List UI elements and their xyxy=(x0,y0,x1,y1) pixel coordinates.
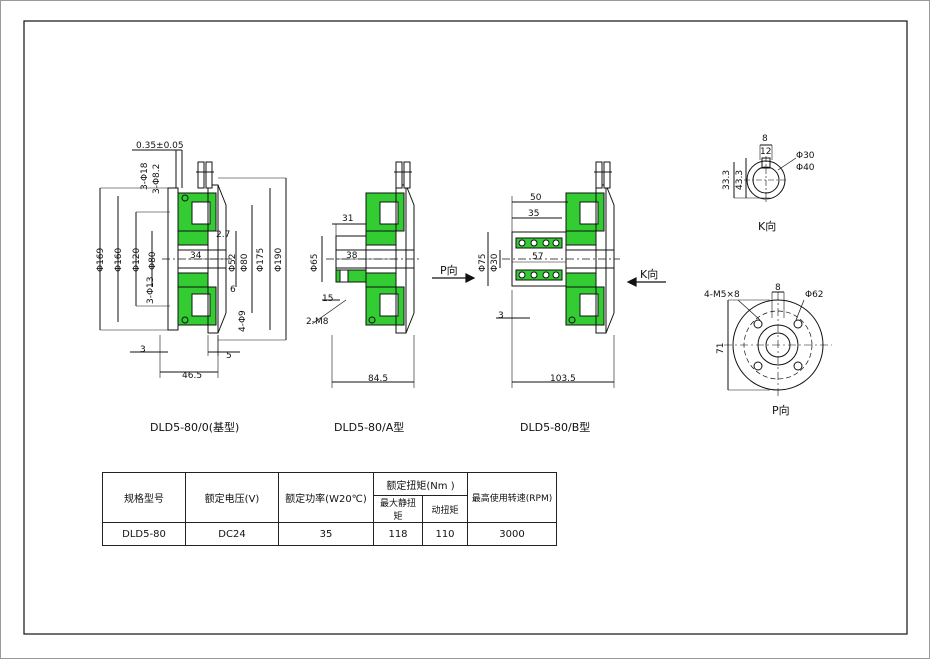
header-power: 额定功率(W20℃) xyxy=(278,472,374,523)
dim-31: 31 xyxy=(342,214,354,224)
dim-35: 35 xyxy=(528,209,540,219)
dim-38: 38 xyxy=(346,251,358,261)
dim-57: 57 xyxy=(532,252,544,262)
header-voltage: 额定电压(V) xyxy=(185,472,279,523)
dim-phi30: Φ30 xyxy=(490,253,500,272)
dim-33-3: 33.3 xyxy=(722,169,732,190)
k-view-drawing xyxy=(733,144,797,204)
caption-basic-type: DLD5-80/0(基型) xyxy=(150,421,240,434)
dim-phi160: Φ160 xyxy=(114,247,124,272)
dim-71: 71 xyxy=(716,342,726,354)
cell-static-torque: 118 xyxy=(373,522,423,546)
caption-p-view: P向 xyxy=(772,404,790,417)
dim-k-phi30: Φ30 xyxy=(796,151,815,161)
dim-p-8: 8 xyxy=(775,283,781,293)
dim-phi80-left: Φ80 xyxy=(148,251,158,270)
caption-b-type: DLD5-80/B型 xyxy=(520,421,591,434)
cell-power: 35 xyxy=(278,522,374,546)
caption-a-type: DLD5-80/A型 xyxy=(334,421,405,434)
dim-43-3: 43.3 xyxy=(735,169,745,190)
p-view-drawing xyxy=(724,291,832,398)
dim-phi190: Φ190 xyxy=(274,247,284,272)
dim-phi52: Φ52 xyxy=(228,253,238,272)
label-k-direction: K向 xyxy=(640,268,659,281)
view-basic-drawing xyxy=(99,149,287,378)
dim-k-8: 8 xyxy=(762,134,768,144)
dim-k-phi40: Φ40 xyxy=(796,163,815,173)
dim-phi75: Φ75 xyxy=(478,253,488,272)
spec-table: 规格型号 额定电压(V) 额定功率(W20℃) 额定扭矩(Nm ) 最高使用转速… xyxy=(102,472,557,546)
label-p-direction: P向 xyxy=(440,264,458,277)
dim-2-7: 2.7 xyxy=(216,230,231,240)
header-max-speed: 最高使用转速(RPM) xyxy=(467,472,557,523)
dim-k-12: 12 xyxy=(760,147,772,157)
header-model: 规格型号 xyxy=(102,472,186,523)
dim-phi80-right: Φ80 xyxy=(240,253,250,272)
dim-4-phi9: 4-Φ9 xyxy=(238,310,248,332)
dim-phi120: Φ120 xyxy=(132,247,142,272)
dim-3: 3 xyxy=(140,345,146,355)
dim-15: 15 xyxy=(322,294,334,304)
cell-voltage: DC24 xyxy=(185,522,279,546)
dim-phi169: Φ169 xyxy=(96,247,106,272)
dim-3-phi13: 3-Φ13 xyxy=(146,276,156,304)
cell-model: DLD5-80 xyxy=(102,522,186,546)
dim-p-phi62: Φ62 xyxy=(805,290,824,300)
dim-103-5: 103.5 xyxy=(550,374,576,384)
header-torque: 额定扭矩(Nm ) xyxy=(373,472,468,496)
cell-dynamic-torque: 110 xyxy=(422,522,468,546)
dim-5: 5 xyxy=(226,351,232,361)
dim-84-5: 84.5 xyxy=(368,374,389,384)
frame-ticks xyxy=(507,192,908,635)
dim-phi175: Φ175 xyxy=(256,247,266,272)
drawing-frame xyxy=(23,20,908,635)
dim-4-m5x8: 4-M5×8 xyxy=(704,290,740,300)
dim-3-b: 3 xyxy=(498,311,504,321)
dim-3-phi18: 3-Φ18 xyxy=(140,162,150,190)
dim-34: 34 xyxy=(190,251,202,261)
dim-6: 6 xyxy=(230,285,236,295)
table-row: DLD5-80 DC24 35 118 110 3000 xyxy=(102,522,557,546)
dim-phi65: Φ65 xyxy=(310,253,320,272)
caption-k-view: K向 xyxy=(758,220,777,233)
dim-tolerance: 0.35±0.05 xyxy=(136,141,184,151)
dim-50: 50 xyxy=(530,193,542,203)
dim-2-m8: 2-M8 xyxy=(306,317,329,327)
view-b-drawing xyxy=(487,161,620,388)
k-direction-arrow xyxy=(626,277,666,287)
view-a-drawing xyxy=(311,161,420,388)
header-static-torque: 最大静扭矩 xyxy=(373,495,423,523)
dim-46-5: 46.5 xyxy=(182,371,203,381)
header-dynamic-torque: 动扭矩 xyxy=(422,495,468,523)
cell-max-speed: 3000 xyxy=(467,522,557,546)
p-direction-arrow xyxy=(432,273,476,283)
dim-3-phi8-2: 3-Φ8.2 xyxy=(152,163,162,194)
